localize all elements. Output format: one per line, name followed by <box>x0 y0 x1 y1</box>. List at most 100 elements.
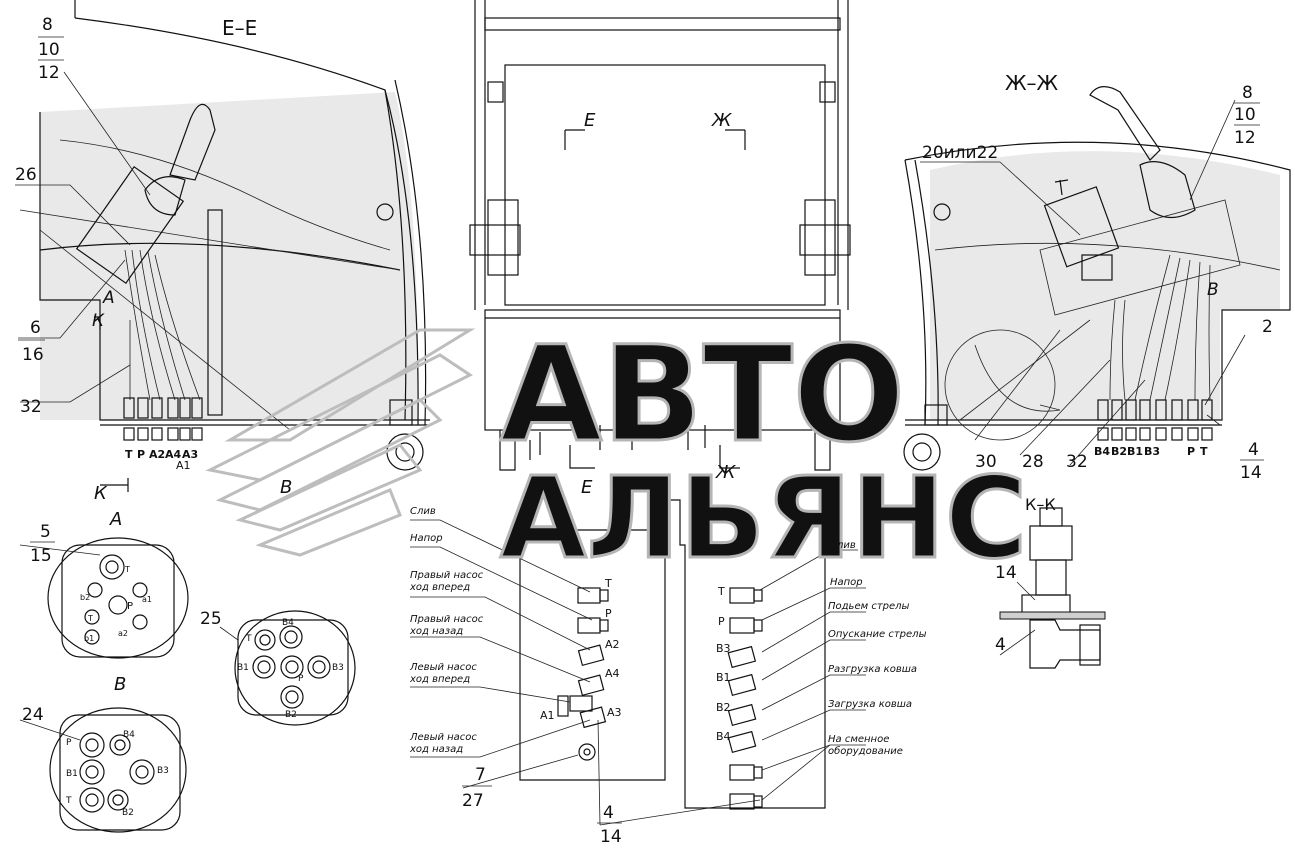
section-labels: Е–Е Ж–Ж К–К А В Е Ж Е Ж К К А В В <box>92 16 1219 695</box>
callout-8-right: 8 <box>1242 83 1253 103</box>
port-label: T <box>1200 445 1208 458</box>
left-fittings <box>557 587 609 761</box>
hose-label-bucket-load: Загрузка ковша <box>828 699 912 710</box>
watermark-line2: АЛЬЯНС <box>500 454 1027 584</box>
port-label: B2 <box>1111 445 1127 458</box>
left-port-fittings <box>123 397 203 441</box>
port-label: B1 <box>66 769 78 779</box>
port-label: A3 <box>182 448 198 461</box>
hose-label-text-line2: ход назад <box>409 626 463 637</box>
hose-label-boom-down: Опускание стрелы <box>828 629 927 640</box>
section-kk-detail <box>999 507 1106 669</box>
section-zhzh-view <box>903 86 1291 471</box>
cabin-top-view <box>469 0 851 471</box>
callout-14-kk: 14 <box>995 563 1017 583</box>
port-label: b1 <box>84 634 94 643</box>
callout-26: 26 <box>15 165 37 185</box>
view-b24-port-labels: B4 P B1 B3 T B2 <box>65 730 169 818</box>
watermark: АВТО АЛЬЯНС <box>205 317 1029 586</box>
fitting-label: A3 <box>607 706 622 719</box>
fitting-left-labels: T P A2 A4 A1 A3 <box>540 577 622 722</box>
view-b-port-layout-25 <box>234 610 356 726</box>
callout-27: 27 <box>462 791 484 811</box>
fitting-label: B4 <box>716 730 731 743</box>
fitting-label: A2 <box>605 638 620 651</box>
view-a-port-labels: T P a1 a2 b1 b2 T <box>80 565 152 643</box>
hose-label-text: Левый насос <box>409 662 477 673</box>
port-label: B4 <box>282 618 294 628</box>
mark-b-right: В <box>1207 280 1219 300</box>
port-label: T <box>65 796 72 806</box>
port-label: T <box>245 634 252 644</box>
callout-numbers: 8 10 12 26 6 16 32 20или22 8 10 12 2 4 1… <box>15 15 1273 847</box>
hose-label-text: Левый насос <box>409 732 477 743</box>
hose-label-drain-right: Слив <box>830 540 856 551</box>
section-ee-view <box>19 0 430 492</box>
callout-6: 6 <box>30 318 41 338</box>
mark-a-left: А <box>102 288 115 308</box>
section-ee-title: Е–Е <box>222 16 257 40</box>
leader-lines <box>15 71 1246 826</box>
port-label: b2 <box>80 593 90 602</box>
fitting-label: A4 <box>605 667 620 680</box>
port-label: a2 <box>118 629 128 638</box>
port-label: B4 <box>1094 445 1110 458</box>
port-label: B4 <box>123 730 135 740</box>
fitting-label: T <box>604 577 612 590</box>
callout-2: 2 <box>1262 317 1273 337</box>
mark-e-bottom: Е <box>581 477 593 498</box>
callout-25: 25 <box>200 609 222 629</box>
right-port-row-labels: B4 B2 B1 B3 P T <box>1094 445 1208 458</box>
port-label: P <box>137 448 145 461</box>
callout-24: 24 <box>22 705 44 725</box>
callout-32-left: 32 <box>20 397 42 417</box>
fitting-label: A1 <box>540 709 555 722</box>
hose-label-pressure: Напор <box>410 533 443 544</box>
callout-20-22: 20или22 <box>922 143 998 163</box>
mark-k-left: К <box>94 483 108 504</box>
port-label: B1 <box>1127 445 1143 458</box>
callout-16: 16 <box>22 345 44 365</box>
fitting-label: P <box>718 615 725 628</box>
hose-label-left-pump-back: Левый насос ход назад <box>409 732 480 755</box>
hose-annotations-right: Слив Напор Подьем стрелы Опускание стрел… <box>828 540 927 757</box>
callout-30: 30 <box>975 452 997 472</box>
hose-label-right-pump-fwd: Правый насос ход вперед <box>409 570 486 593</box>
port-label: T <box>87 614 93 623</box>
callout-28: 28 <box>1022 452 1044 472</box>
hose-label-right-pump-back: Правый насос ход назад <box>409 614 486 637</box>
port-label: B1 <box>237 663 249 673</box>
callout-4-kk: 4 <box>995 635 1006 655</box>
hose-label-boom-up: Подьем стрелы <box>828 601 910 612</box>
callout-15: 15 <box>30 546 52 566</box>
hose-label-text-line2: ход вперед <box>409 582 470 593</box>
port-label: B3 <box>1144 445 1160 458</box>
callout-12-left: 12 <box>38 63 60 83</box>
port-label: B2 <box>122 808 134 818</box>
mark-k-upper: К <box>92 311 105 331</box>
mark-b-left: В <box>280 477 292 498</box>
callout-32-right: 32 <box>1066 452 1088 472</box>
port-label: P <box>1187 445 1195 458</box>
view-b25-port-labels: B4 B1 B3 B2 T P <box>237 618 344 720</box>
callout-12-right: 12 <box>1234 128 1256 148</box>
port-label: A1 <box>176 459 191 472</box>
view-a-port-layout <box>47 537 189 659</box>
left-port-row-labels: T P A2 A4 A3 A1 <box>125 448 198 472</box>
callout-8-left: 8 <box>42 15 53 35</box>
callout-10-left: 10 <box>38 40 60 60</box>
hose-connection-panel <box>519 499 826 810</box>
watermark-line1: АВТО <box>500 318 905 472</box>
mark-zh-bottom: Ж <box>715 462 736 483</box>
port-label: P <box>298 674 304 684</box>
port-label: a1 <box>142 595 152 604</box>
view-b-port-layout-24 <box>49 707 187 833</box>
port-label: P <box>66 738 72 748</box>
right-fittings <box>727 587 763 810</box>
callout-10-right: 10 <box>1234 105 1256 125</box>
callout-7: 7 <box>475 765 486 785</box>
callout-14-bottom: 14 <box>600 827 622 847</box>
view-a-title: А <box>109 509 122 530</box>
